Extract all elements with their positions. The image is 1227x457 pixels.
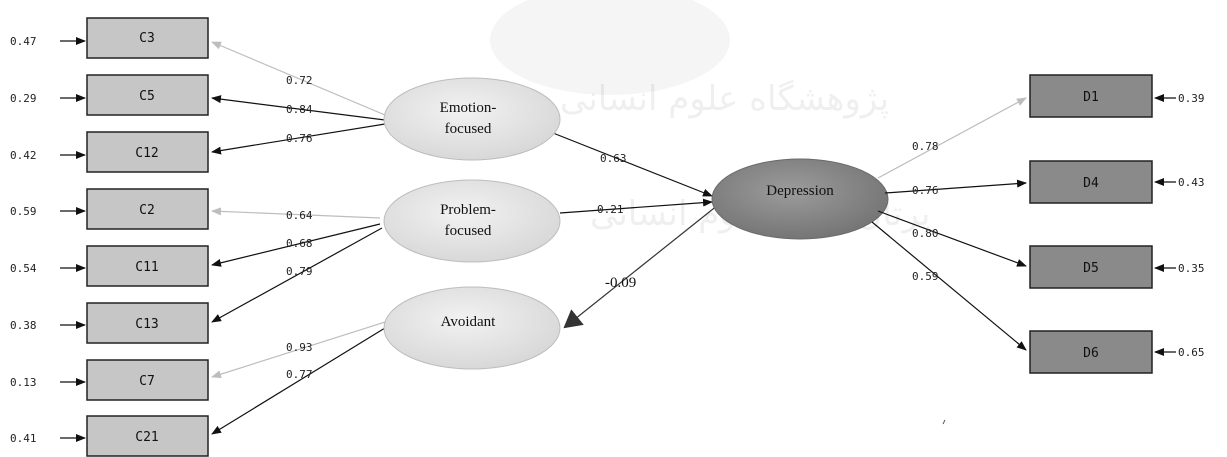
error-variance: 0.59 bbox=[10, 205, 37, 218]
right-indicators: D1 0.39 D4 0.43 D5 0.35 D6 0.65 bbox=[1029, 74, 1205, 374]
left-loading-labels: 0.72 0.84 0.76 0.64 0.68 0.79 0.93 0.77 bbox=[286, 74, 313, 381]
indicator-c12: C12 0.42 bbox=[10, 131, 209, 173]
right-loading-arrows bbox=[871, 97, 1027, 351]
loading-c13: 0.79 bbox=[286, 265, 313, 278]
indicator-c21: C21 0.41 bbox=[10, 415, 209, 457]
path-emotion-depression: 0.63 bbox=[600, 152, 627, 165]
error-variance: 0.38 bbox=[10, 319, 37, 332]
latent-label-line1: Emotion- bbox=[440, 100, 497, 116]
latent-depression: Depression bbox=[711, 158, 889, 240]
loading-c2: 0.64 bbox=[286, 209, 313, 222]
indicator-label: C12 bbox=[135, 146, 158, 161]
indicator-d6: D6 0.65 bbox=[1029, 330, 1205, 374]
error-variance: 0.54 bbox=[10, 262, 37, 275]
indicator-c2: C2 0.59 bbox=[10, 188, 209, 230]
indicator-d4: D4 0.43 bbox=[1029, 160, 1205, 204]
error-variance: 0.13 bbox=[10, 376, 37, 389]
error-variance: 0.39 bbox=[1178, 92, 1205, 105]
stray-mark bbox=[942, 419, 946, 425]
latent-label-line2: focused bbox=[445, 223, 492, 239]
indicator-c3: C3 0.47 bbox=[10, 17, 209, 59]
left-loading-arrows bbox=[211, 41, 386, 435]
loading-c12: 0.76 bbox=[286, 132, 313, 145]
path-depression-avoidant: -0.09 bbox=[605, 275, 636, 291]
latent-emotion-focused: Emotion- focused bbox=[383, 77, 561, 161]
loading-c7: 0.93 bbox=[286, 341, 313, 354]
latent-label-line1: Problem- bbox=[440, 202, 496, 218]
loading-d6: 0.59 bbox=[912, 270, 939, 283]
indicator-label: D4 bbox=[1083, 176, 1099, 191]
error-variance: 0.43 bbox=[1178, 176, 1205, 189]
structural-paths: 0.63 0.21 -0.09 bbox=[552, 132, 719, 329]
indicator-label: C5 bbox=[139, 89, 155, 104]
indicator-c13: C13 0.38 bbox=[10, 302, 209, 344]
loading-d4: 0.76 bbox=[912, 184, 939, 197]
latent-label: Avoidant bbox=[441, 314, 497, 330]
indicator-label: C13 bbox=[135, 317, 158, 332]
latent-label: Depression bbox=[766, 183, 834, 199]
indicator-label: C7 bbox=[139, 374, 155, 389]
error-variance: 0.42 bbox=[10, 149, 37, 162]
left-indicators: C3 0.47 C5 0.29 C12 0.42 C2 0.59 C11 0.5… bbox=[10, 17, 209, 457]
error-variance: 0.41 bbox=[10, 432, 37, 445]
indicator-c11: C11 0.54 bbox=[10, 245, 209, 287]
indicator-c7: C7 0.13 bbox=[10, 359, 209, 401]
error-variance: 0.47 bbox=[10, 35, 37, 48]
loading-c21: 0.77 bbox=[286, 368, 313, 381]
latent-problem-focused: Problem- focused bbox=[383, 179, 561, 263]
indicator-label: C3 bbox=[139, 31, 155, 46]
indicator-d5: D5 0.35 bbox=[1029, 245, 1205, 289]
indicator-label: C11 bbox=[135, 260, 158, 275]
right-loading-labels: 0.78 0.76 0.80 0.59 bbox=[912, 140, 939, 283]
loading-c5: 0.84 bbox=[286, 103, 313, 116]
error-variance: 0.65 bbox=[1178, 346, 1205, 359]
svg-text:ﭘﮋﻭﻫﺸﮕﺎﻩ ﻋﻠﻮﻡ ﺍﻧﺴﺎﻧﯽ: ﭘﮋﻭﻫﺸﮕﺎﻩ ﻋﻠﻮﻡ ﺍﻧﺴﺎﻧﯽ bbox=[560, 79, 889, 119]
error-variance: 0.29 bbox=[10, 92, 37, 105]
loading-c3: 0.72 bbox=[286, 74, 313, 87]
loading-d1: 0.78 bbox=[912, 140, 939, 153]
indicator-label: D1 bbox=[1083, 90, 1099, 105]
indicator-d1: D1 0.39 bbox=[1029, 74, 1205, 118]
error-variance: 0.35 bbox=[1178, 262, 1205, 275]
loading-d5: 0.80 bbox=[912, 227, 939, 240]
latent-avoidant: Avoidant bbox=[383, 286, 561, 370]
latent-label-line2: focused bbox=[445, 121, 492, 137]
indicator-label: C2 bbox=[139, 203, 155, 218]
path-problem-depression: 0.21 bbox=[597, 203, 624, 216]
indicator-c5: C5 0.29 bbox=[10, 74, 209, 116]
indicator-label: C21 bbox=[135, 430, 158, 445]
loading-c11: 0.68 bbox=[286, 237, 313, 250]
indicator-label: D6 bbox=[1083, 346, 1099, 361]
indicator-label: D5 bbox=[1083, 261, 1099, 276]
